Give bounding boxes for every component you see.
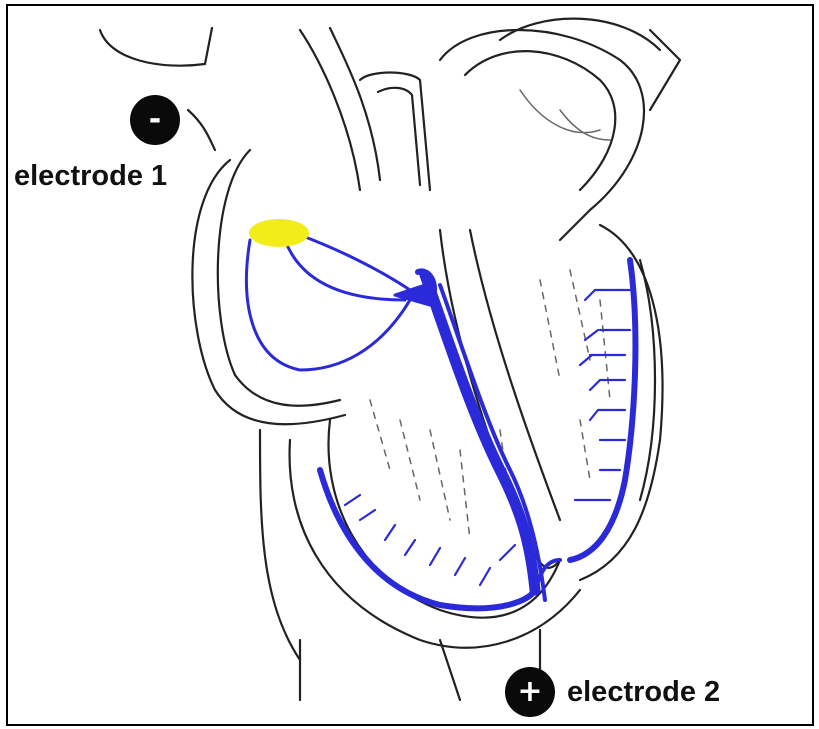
conduction-system <box>247 235 636 608</box>
electrode-1-label: electrode 1 <box>14 162 167 191</box>
positive-sign: + <box>517 677 542 707</box>
electrode-1-marker: - <box>130 95 180 145</box>
negative-sign: - <box>149 105 161 135</box>
sa-node <box>249 219 309 247</box>
heart-outline <box>100 19 680 700</box>
electrode-2-label: electrode 2 <box>567 678 720 707</box>
electrode-2-marker: + <box>505 667 555 717</box>
